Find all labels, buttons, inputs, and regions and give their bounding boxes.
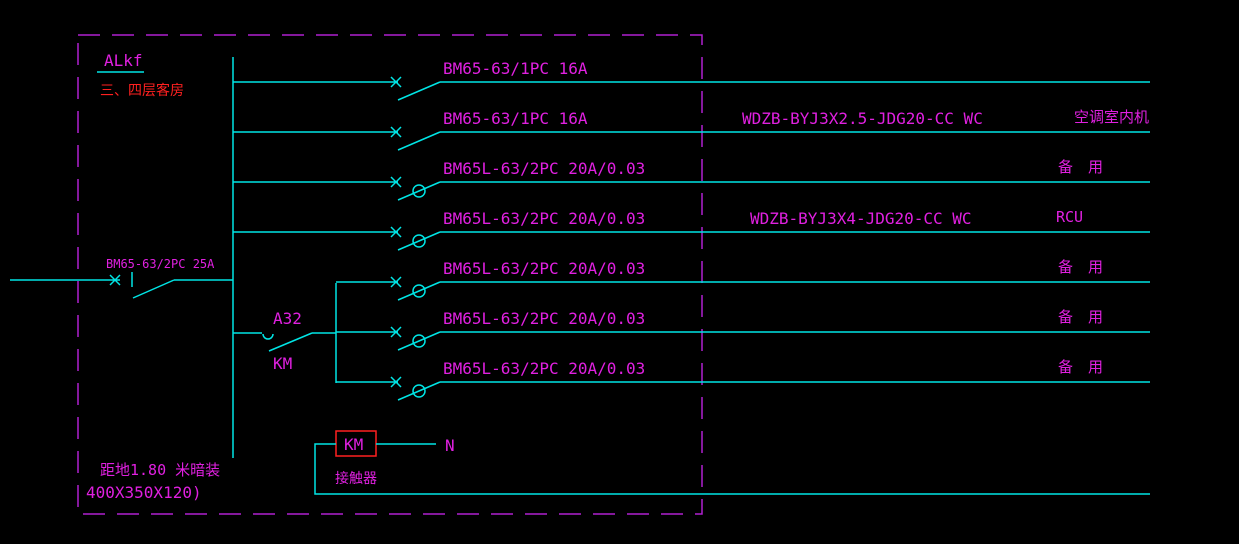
main-breaker-x-icon	[109, 274, 121, 286]
breaker-label: BM65L-63/2PC 20A/0.03	[443, 159, 645, 178]
neutral-label: N	[445, 436, 455, 455]
breaker-x-icon	[390, 326, 402, 338]
main-breaker-label: BM65-63/2PC 25A	[106, 257, 215, 271]
contactor-arc-icon	[262, 333, 274, 340]
circuit-row: BM65L-63/2PC 20A/0.03 WDZB-BYJ3X4-JDG20-C…	[233, 208, 1150, 251]
panel-description: 三、四层客房	[100, 82, 184, 99]
breaker-blade	[397, 281, 441, 301]
main-breaker-blade	[132, 279, 175, 299]
contactor-coil-label: KM	[344, 435, 363, 454]
breaker-label: BM65-63/1PC 16A	[443, 109, 588, 128]
breaker-blade	[397, 131, 441, 151]
circuits: BM65-63/1PC 16A BM65-63/1PC 16A WDZB-BYJ3X…	[233, 59, 1150, 401]
circuit-row: BM65-63/1PC 16A WDZB-BYJ3X2.5-JDG20-CC WC…	[233, 108, 1150, 151]
rcd-circle-icon	[412, 384, 426, 398]
rcd-circle-icon	[412, 284, 426, 298]
breaker-x-icon	[390, 276, 402, 288]
panel-name: ALkf	[104, 51, 143, 70]
breaker-label: BM65L-63/2PC 20A/0.03	[443, 259, 645, 278]
load-label: 备 用	[1058, 358, 1103, 376]
breaker-label: BM65L-63/2PC 20A/0.03	[443, 209, 645, 228]
load-label: 备 用	[1058, 158, 1103, 176]
breaker-label: BM65L-63/2PC 20A/0.03	[443, 359, 645, 378]
rcd-circle-icon	[412, 334, 426, 348]
panel-border	[77, 34, 703, 515]
contactor-breaker-label: A32	[273, 309, 302, 328]
breaker-blade	[397, 231, 441, 251]
circuit-row: BM65L-63/2PC 20A/0.03 备 用	[233, 158, 1150, 201]
breaker-blade	[397, 381, 441, 401]
breaker-x-icon	[390, 176, 402, 188]
circuit-row: BM65L-63/2PC 20A/0.03 备 用	[336, 258, 1150, 301]
breaker-blade	[397, 81, 441, 101]
breaker-x-icon	[390, 376, 402, 388]
control-wire	[314, 443, 1150, 495]
contactor-switch-label: KM	[273, 354, 292, 373]
breaker-blade	[397, 331, 441, 351]
breaker-x-icon	[390, 76, 402, 88]
load-label: 备 用	[1058, 308, 1103, 326]
cable-spec: WDZB-BYJ3X2.5-JDG20-CC WC	[742, 109, 983, 128]
panel-mounting: 距地1.80 米暗装	[100, 461, 220, 479]
breaker-label: BM65L-63/2PC 20A/0.03	[443, 309, 645, 328]
rcd-circle-icon	[412, 184, 426, 198]
breaker-x-icon	[390, 126, 402, 138]
circuit-row: BM65-63/1PC 16A	[233, 59, 1150, 101]
contactor-blade	[268, 332, 313, 352]
panel-dimensions: 400X350X120)	[86, 483, 202, 502]
rcd-circle-icon	[412, 234, 426, 248]
cable-spec: WDZB-BYJ3X4-JDG20-CC WC	[750, 209, 972, 228]
circuit-row: BM65L-63/2PC 20A/0.03 备 用	[336, 308, 1150, 351]
breaker-label: BM65-63/1PC 16A	[443, 59, 588, 78]
load-label: 空调室内机	[1074, 108, 1149, 126]
circuit-row: BM65L-63/2PC 20A/0.03 备 用	[336, 358, 1150, 401]
breaker-x-icon	[390, 226, 402, 238]
breaker-blade	[397, 181, 441, 201]
load-label: 备 用	[1058, 258, 1103, 276]
contactor-coil-caption: 接触器	[335, 470, 377, 487]
load-label: RCU	[1056, 208, 1083, 226]
